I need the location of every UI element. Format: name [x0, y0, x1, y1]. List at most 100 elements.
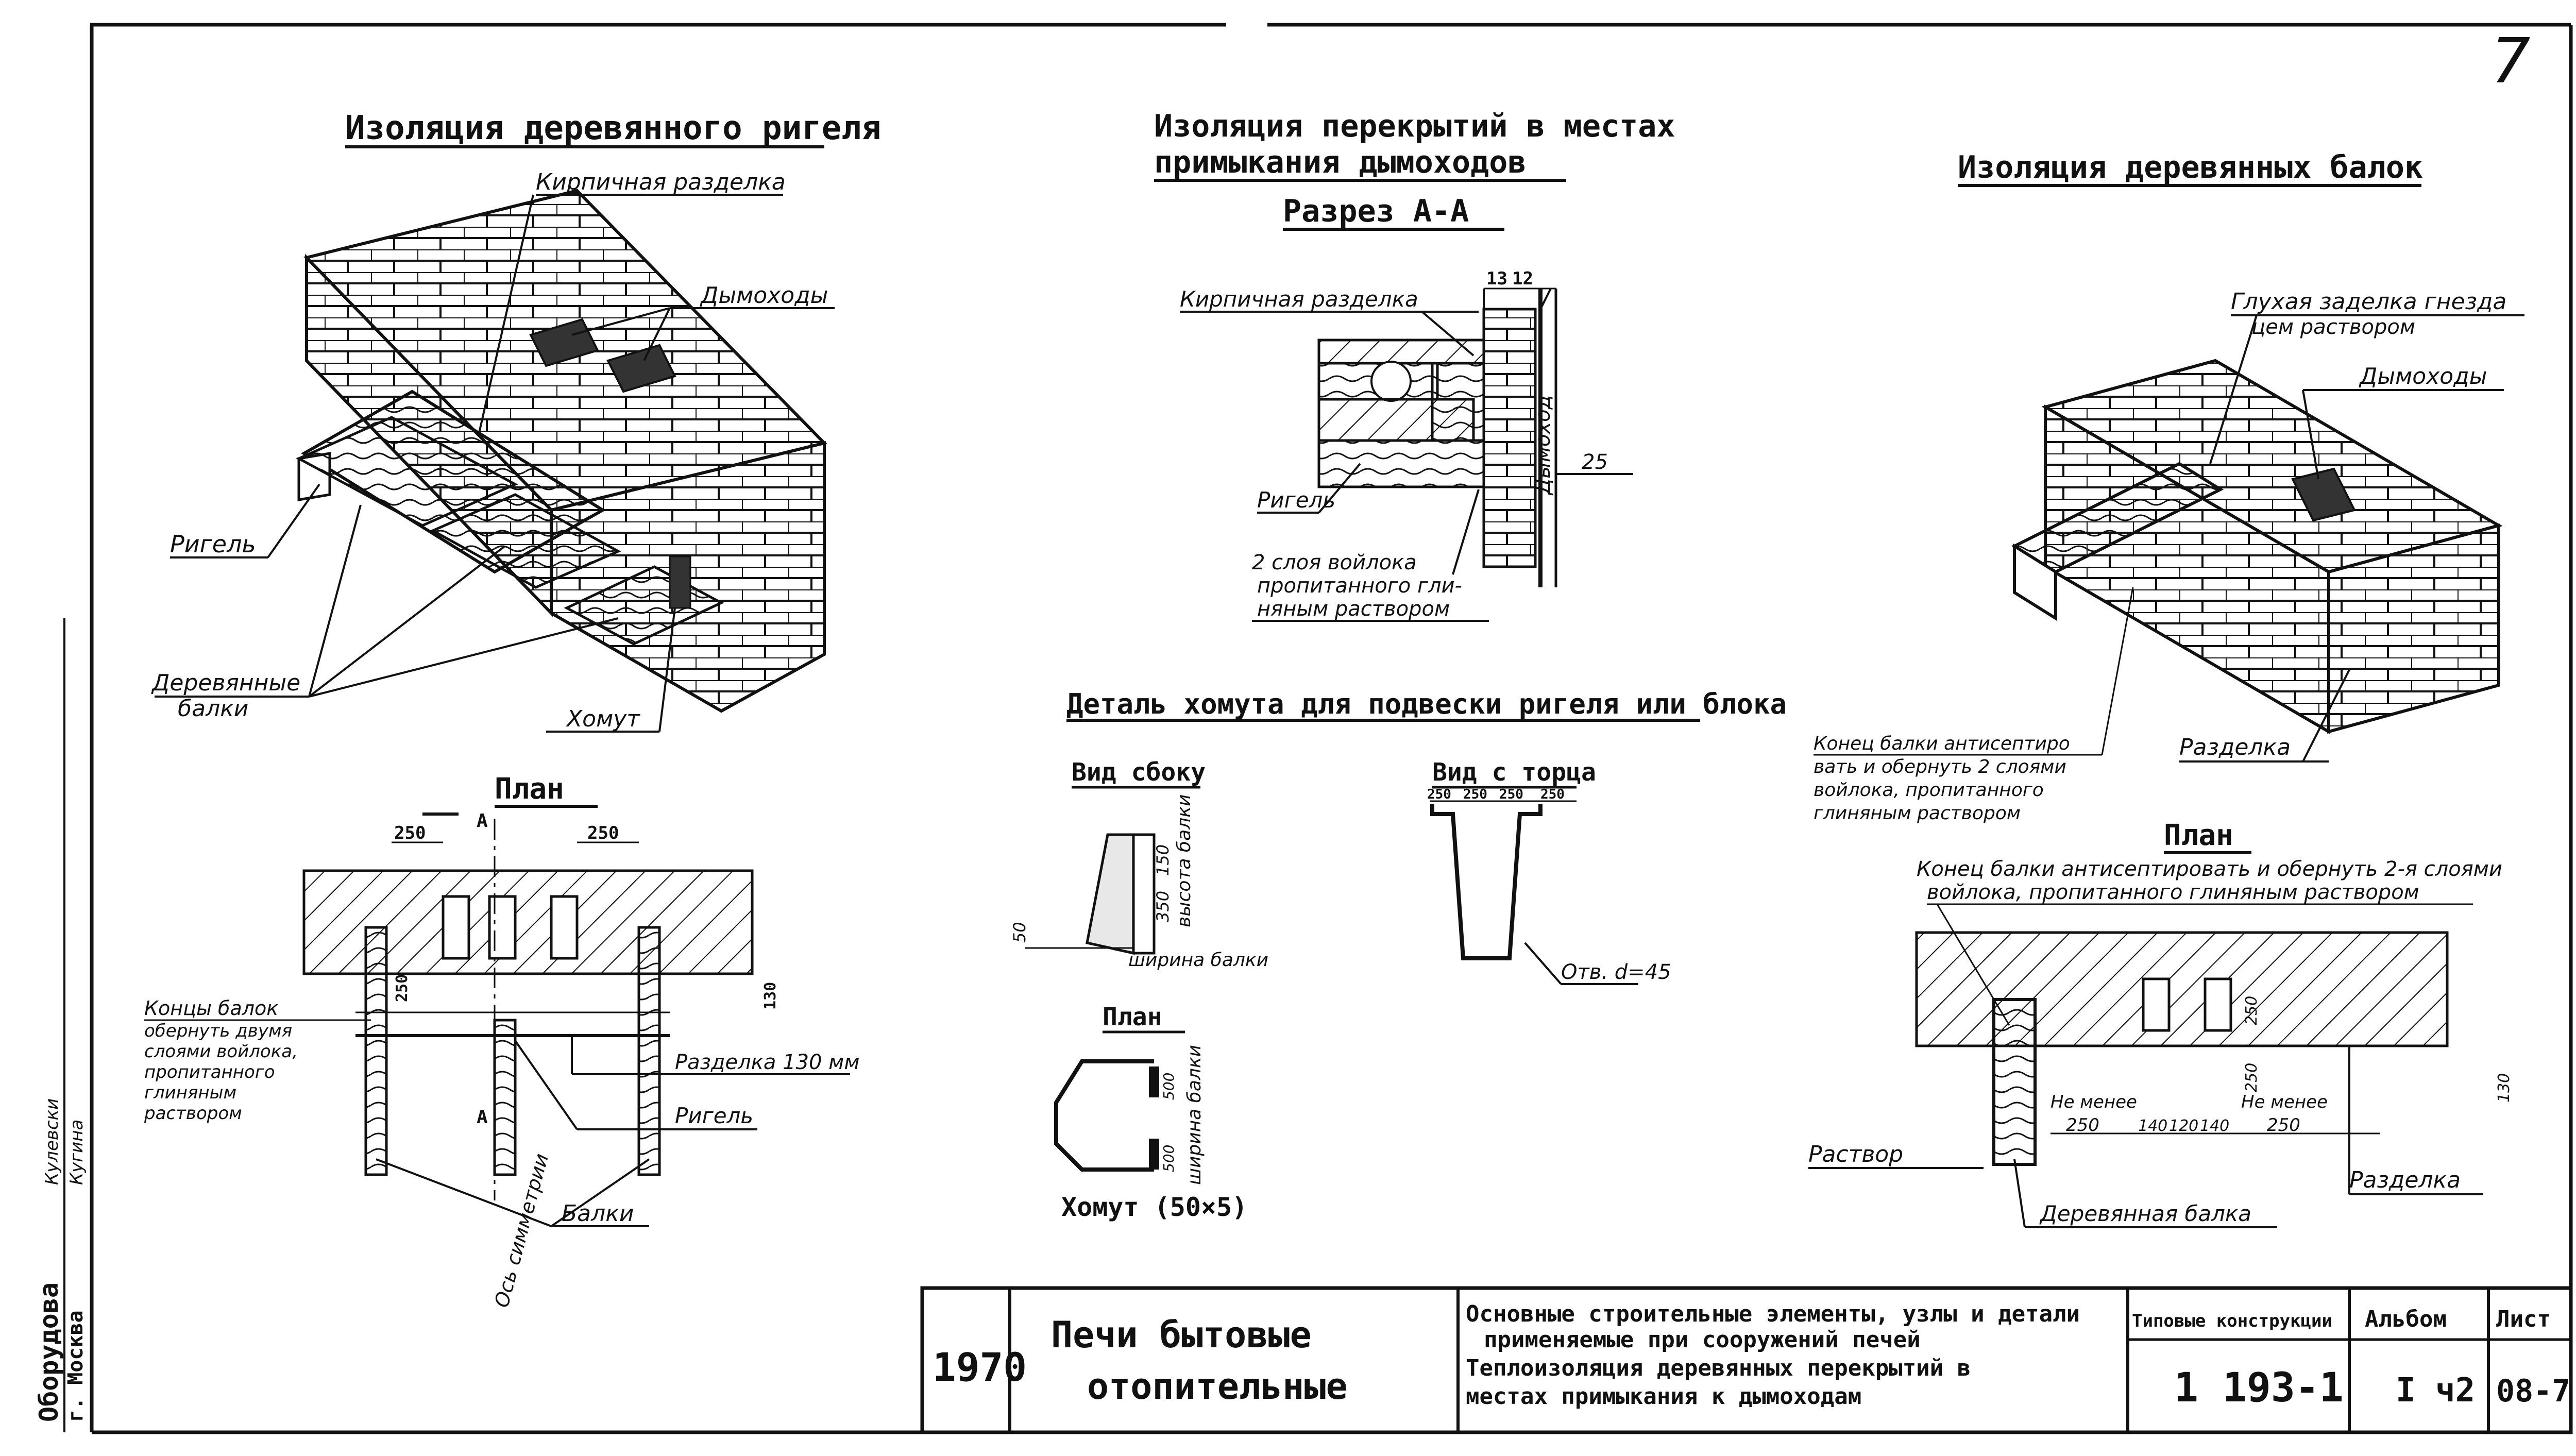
- flue-label: Дымоход: [1531, 395, 1555, 496]
- dim-13: 13: [1486, 268, 1507, 289]
- beam-end-note-4: глиняным раствором: [1814, 803, 2021, 824]
- min-val-2: 250: [2267, 1115, 2300, 1136]
- right-cut-label: Разделка: [2179, 734, 2291, 760]
- dim-250c: 250: [1499, 787, 1523, 802]
- wooden-beam: [430, 493, 621, 589]
- sheet-value: 08-7: [2496, 1373, 2571, 1409]
- beams-label-2: балки: [178, 696, 248, 722]
- stamp-city: г. Москва: [64, 1310, 88, 1422]
- title-name-2: отопительные: [1087, 1365, 1348, 1408]
- left-plan-dim-130: 130: [761, 982, 779, 1010]
- flue-opening: [606, 344, 676, 393]
- dim-500a: 500: [1160, 1073, 1177, 1100]
- beams-detail-title: Изоляция деревянных балок: [1958, 149, 2423, 185]
- plan-beam: [637, 926, 661, 1176]
- hole-label: Отв. d=45: [1561, 960, 1671, 984]
- dim-250d: 250: [1540, 787, 1565, 802]
- girder-insulation-detail: Изоляция деревянного ригеля Кирпичная ра…: [151, 109, 881, 733]
- album-label: Альбом: [2365, 1306, 2447, 1332]
- side-stamp: Оборудова г. Москва Кулевски Кугина: [34, 618, 88, 1432]
- left-plan-dim-250b: 250: [587, 823, 619, 843]
- girder-label: Ригель: [170, 530, 256, 558]
- clamp-detail: Деталь хомута для подвески ригеля или бл…: [1010, 688, 1787, 1222]
- section-brick-label: Кирпичная разделка: [1180, 286, 1418, 312]
- ends-note-2: обернуть двумя: [144, 1021, 292, 1041]
- section-title-1: Изоляция перекрытий в местах: [1154, 108, 1675, 144]
- left-plan-beams-label: Балки: [562, 1200, 634, 1227]
- plan-flue: [488, 895, 517, 960]
- min-val-1: 250: [2066, 1115, 2099, 1136]
- dim-350-side: 350: [1153, 891, 1173, 922]
- right-plan-wall: [1915, 931, 2449, 1047]
- right-plan-title: План: [2164, 819, 2233, 852]
- stamp-org: Оборудова: [34, 1282, 64, 1422]
- beam-height-label: высота балки: [1174, 794, 1195, 927]
- ends-note-5: глиняным: [144, 1082, 236, 1103]
- felt-label-3: няным раствором: [1257, 597, 1450, 621]
- right-plan: План Конец балки антисептировать и оберн…: [1808, 819, 2513, 1228]
- left-plan-cut-label: Разделка 130 мм: [675, 1051, 860, 1074]
- ends-note-4: пропитанного: [144, 1062, 275, 1082]
- series-label: Типовые конструкции: [2132, 1311, 2332, 1331]
- dim-500b: 500: [1160, 1145, 1177, 1172]
- dim-25: 25: [1582, 450, 1608, 474]
- section-a-a: Изоляция перекрытий в местах примыкания …: [1154, 108, 1675, 622]
- ends-note-6: раствором: [144, 1103, 242, 1124]
- section-a-top: А: [477, 810, 488, 832]
- title-year: 1970: [933, 1344, 1027, 1390]
- dim-50: 50: [1010, 922, 1029, 943]
- clamp-detail-title: Деталь хомута для подвески ригеля или бл…: [1066, 688, 1787, 720]
- end-view-title: Вид с торца: [1432, 758, 1596, 787]
- right-dim-250b: 250: [2243, 1063, 2261, 1092]
- clamp-label: Хомут: [566, 706, 640, 732]
- side-view-title: Вид сбоку: [1072, 758, 1206, 787]
- dim-140b: 140: [2200, 1117, 2229, 1135]
- section-girder-label: Ригель: [1257, 487, 1335, 513]
- felt-label-2: пропитанного гли-: [1257, 574, 1462, 598]
- plan-beam: [493, 1019, 517, 1176]
- plan-flue: [550, 895, 579, 960]
- ends-note-3: слоями войлока,: [144, 1041, 298, 1062]
- clamp-side-shape: [1086, 833, 1135, 955]
- title-desc-2: применяемые при сооружений печей: [1484, 1327, 1921, 1353]
- clamp-caption: Хомут (50×5): [1061, 1192, 1247, 1222]
- sheet-label: Лист: [2496, 1306, 2551, 1332]
- ends-note-1: Концы балок: [144, 997, 278, 1020]
- dim-150-side: 150: [1153, 844, 1173, 876]
- flue-opening: [529, 318, 599, 367]
- plan-beam: [364, 926, 388, 1176]
- title-desc-4: местах примыкания к дымоходам: [1466, 1383, 1861, 1410]
- right-plan-cut-label: Разделка: [2349, 1167, 2461, 1193]
- album-value: I ч2: [2396, 1372, 2475, 1410]
- right-plan-note-1: Конец балки антисептировать и обернуть 2…: [1917, 857, 2502, 881]
- dim-250b: 250: [1463, 787, 1487, 802]
- right-flues-label: Дымоходы: [2359, 363, 2487, 390]
- left-plan-dim-250a: 250: [394, 823, 426, 843]
- plan-flue: [2142, 977, 2171, 1032]
- min-label-2: Не менее: [2241, 1092, 2328, 1112]
- right-plan-note-2: войлока, пропитанного глиняным раствором: [1927, 881, 2419, 904]
- dim-140a: 140: [2138, 1117, 2167, 1135]
- mortar-label: Раствор: [1808, 1141, 1903, 1167]
- right-dim-130: 130: [2495, 1073, 2513, 1103]
- wooden-beam-label: Деревянная балка: [2039, 1201, 2251, 1226]
- plan-wooden-beam: [1992, 998, 2037, 1166]
- flue-opening: [2291, 467, 2356, 522]
- left-plan-dim-250c: 250: [393, 974, 411, 1002]
- section-title-2: примыкания дымоходов: [1154, 144, 1526, 180]
- left-plan-title: План: [495, 772, 564, 806]
- beam-insulation-detail: Изоляция деревянных балок Глухая заделка…: [1814, 149, 2524, 824]
- seal-label-1: Глухая заделка гнезда: [2231, 289, 2506, 315]
- min-label-1: Не менее: [2050, 1092, 2137, 1112]
- clamp-plan-shape: [1054, 1059, 1154, 1172]
- clamp-end-shape: [1430, 804, 1543, 960]
- section-a-bottom: А: [477, 1107, 488, 1128]
- brick-cut-label: Кирпичная разделка: [536, 169, 786, 195]
- clamp-mark: [669, 555, 691, 609]
- flues-label: Дымоходы: [700, 282, 828, 309]
- plan-flue: [442, 895, 470, 960]
- beams-label-1: Деревянные: [151, 670, 300, 696]
- beam-end-note-2: вать и обернуть 2 слоями: [1814, 756, 2066, 777]
- stamp-name-1: Кулевски: [42, 1098, 62, 1185]
- beam-end-note-3: войлока, пропитанного: [1814, 780, 2044, 801]
